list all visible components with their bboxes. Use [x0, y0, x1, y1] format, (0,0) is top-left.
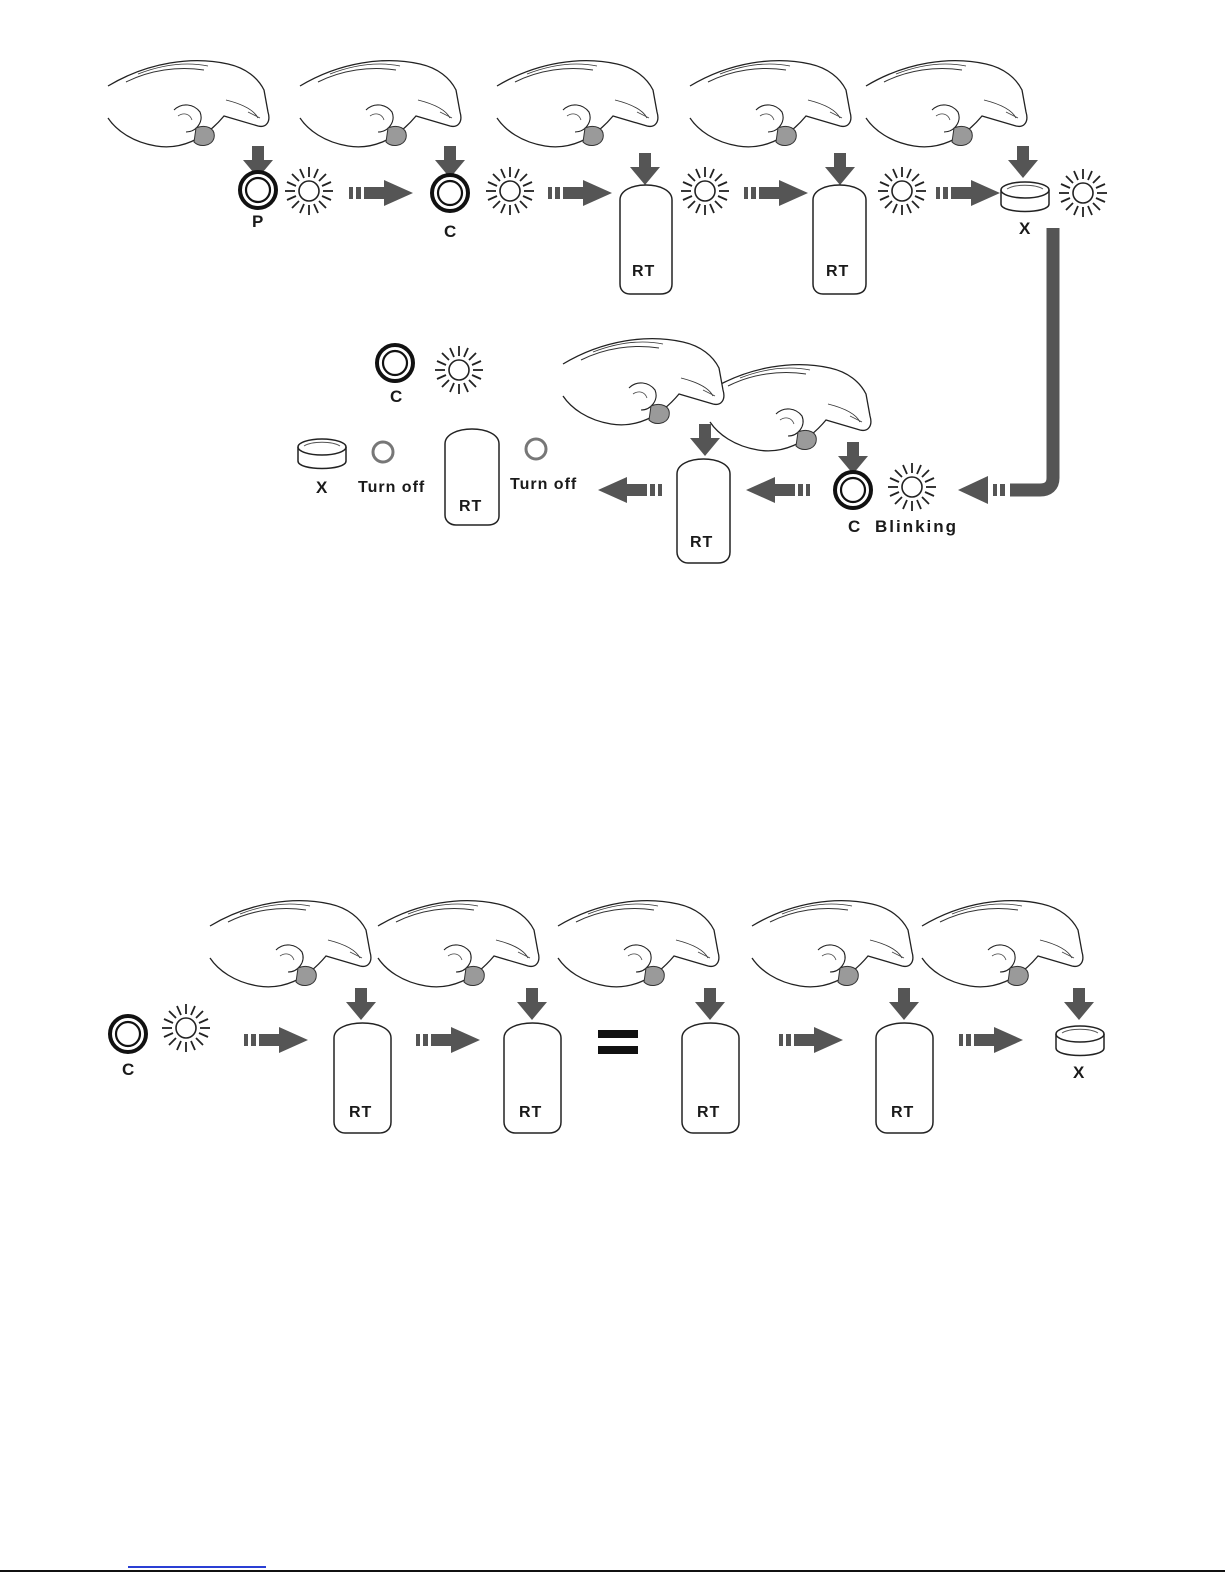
s2-press-rt-2: RT	[378, 901, 561, 1133]
ring-button-icon	[240, 172, 276, 208]
pressing-hand-icon	[558, 901, 719, 987]
dome-button-icon	[1001, 182, 1049, 212]
dashed-flow-arrow-icon	[598, 477, 662, 503]
equals-sign-icon	[598, 1030, 638, 1054]
button-label-c: C	[122, 1060, 136, 1079]
pressing-hand-icon	[210, 901, 371, 987]
led-off-icon	[526, 439, 546, 459]
dashed-flow-arrow-icon	[959, 1027, 1023, 1053]
ring-button-icon	[110, 1016, 146, 1052]
dashed-flow-arrow-icon	[746, 477, 810, 503]
press-arrow-icon	[695, 988, 725, 1020]
flashing-light-icon	[1059, 169, 1107, 217]
dashed-flow-arrow-icon	[744, 180, 808, 206]
ring-button-icon	[377, 345, 413, 381]
remote-label-rt: RT	[690, 534, 713, 551]
button-label-x: X	[1073, 1063, 1086, 1082]
pressing-hand-icon	[710, 365, 871, 451]
section-1-row-1: P C RT RT	[108, 61, 1107, 294]
press-arrow-icon	[1008, 146, 1038, 178]
press-arrow-icon	[838, 442, 868, 474]
s2-press-x: X	[922, 901, 1104, 1082]
flashing-light-icon	[285, 167, 333, 215]
dome-button-icon	[1056, 1026, 1104, 1056]
pressing-hand-icon	[497, 61, 658, 147]
pressing-hand-icon	[300, 61, 461, 147]
remote-label-rt: RT	[891, 1104, 914, 1121]
pressing-hand-icon	[563, 339, 724, 425]
flashing-light-icon	[878, 167, 926, 215]
press-arrow-icon	[517, 988, 547, 1020]
dome-button-icon	[298, 439, 346, 469]
press-arrow-icon	[1064, 988, 1094, 1020]
pressing-hand-icon	[690, 61, 851, 147]
remote-label-rt: RT	[632, 263, 655, 280]
press-arrow-icon	[630, 153, 660, 185]
dashed-flow-arrow-icon	[779, 1027, 843, 1053]
dashed-flow-arrow-icon	[416, 1027, 480, 1053]
pressing-hand-icon	[378, 901, 539, 987]
footer-link-underline	[128, 1566, 266, 1568]
remote-label-rt: RT	[349, 1104, 372, 1121]
flashing-light-icon	[681, 167, 729, 215]
dashed-flow-arrow-icon	[936, 180, 1000, 206]
step-press-rt-3: RT	[563, 339, 730, 563]
remote-label-rt: RT	[826, 263, 849, 280]
turn-off-label: Turn off	[510, 476, 577, 493]
button-label-x: X	[316, 478, 329, 497]
start-c-lit: C	[110, 1004, 210, 1079]
button-label-p: P	[252, 212, 265, 231]
blinking-label: Blinking	[875, 517, 958, 536]
led-off-icon	[373, 442, 393, 462]
section-2-row: C RT RT RT	[110, 901, 1104, 1133]
press-arrow-icon	[825, 153, 855, 185]
pressing-hand-icon	[752, 901, 913, 987]
flashing-light-icon	[888, 463, 936, 511]
ring-button-icon	[432, 175, 468, 211]
button-label-c: C	[848, 517, 862, 536]
s2-press-rt-4: RT	[752, 901, 933, 1133]
flashing-light-icon	[435, 346, 483, 394]
pressing-hand-icon	[922, 901, 1083, 987]
step-press-c-blinking: C Blinking	[710, 365, 958, 536]
remote-label-rt: RT	[459, 498, 482, 515]
remote-label-rt: RT	[697, 1104, 720, 1121]
dashed-flow-arrow-icon	[244, 1027, 308, 1053]
footer-rule	[0, 1570, 1225, 1572]
press-arrow-icon	[346, 988, 376, 1020]
button-label-c: C	[444, 222, 458, 241]
row-connector-arrow	[958, 228, 1053, 504]
remote-label-rt: RT	[519, 1104, 542, 1121]
section-1-row-2: C Blinking RT C X Turn off	[298, 339, 958, 563]
button-label-x: X	[1019, 219, 1032, 238]
flashing-light-icon	[162, 1004, 210, 1052]
dashed-flow-arrow-icon	[349, 180, 413, 206]
dashed-flow-arrow-icon	[548, 180, 612, 206]
s2-press-rt-1: RT	[210, 901, 391, 1133]
s2-press-rt-3: RT	[558, 901, 739, 1133]
result-turn-off-group: C X Turn off RT Turn off	[298, 345, 577, 525]
press-arrow-icon	[889, 988, 919, 1020]
pressing-hand-icon	[108, 61, 269, 147]
button-label-c: C	[390, 387, 404, 406]
turn-off-label: Turn off	[358, 479, 425, 496]
flashing-light-icon	[486, 167, 534, 215]
ring-button-icon	[835, 472, 871, 508]
pressing-hand-icon	[866, 61, 1027, 147]
